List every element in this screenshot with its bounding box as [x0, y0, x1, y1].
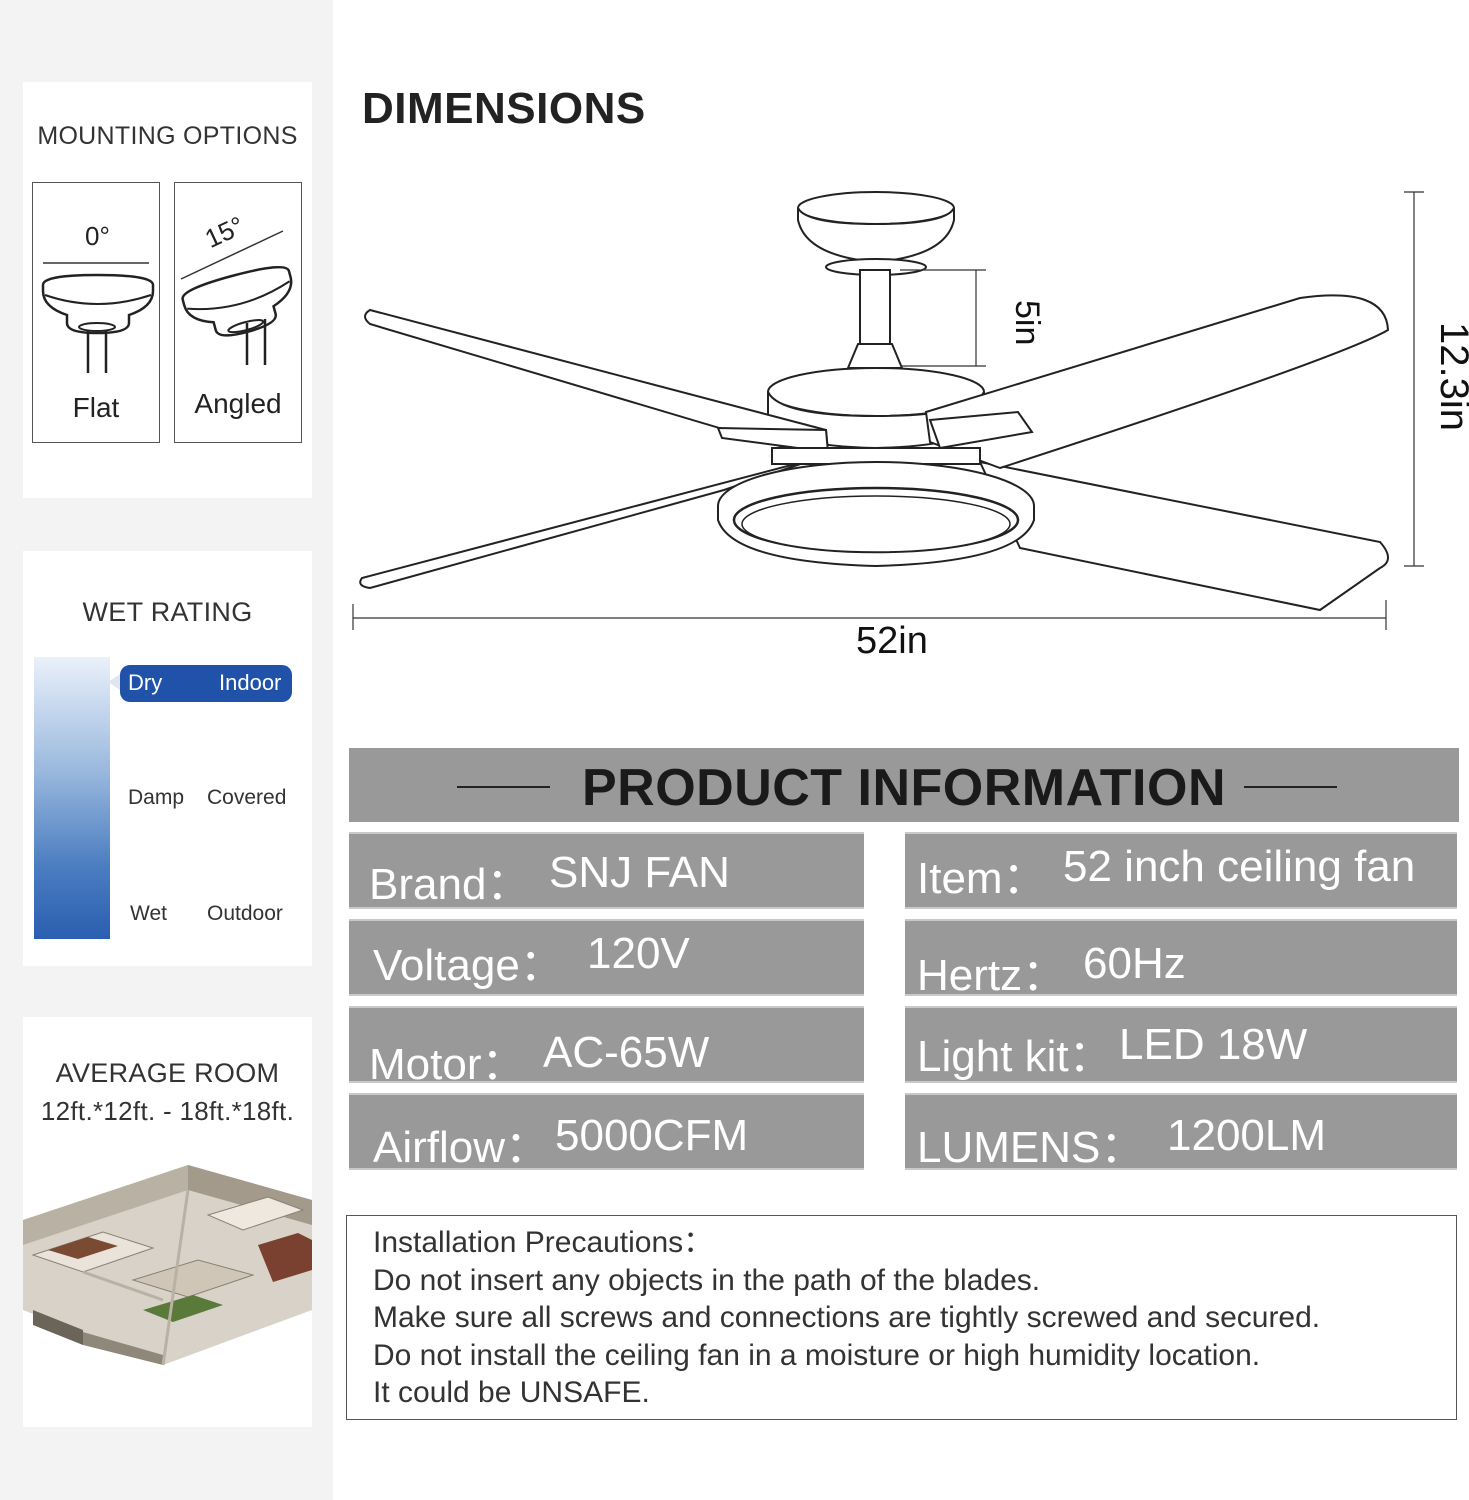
spec-airflow: Airflow： 5000CFM [349, 1093, 864, 1172]
wet-rating-gradient-bar [34, 657, 110, 939]
mount-option-angled: 15° Angled [174, 182, 302, 443]
average-room-panel: AVERAGE ROOM 12ft.*12ft. - 18ft.*18ft. [23, 1017, 312, 1427]
installation-precautions-box: Installation Precautions： Do not insert … [346, 1215, 1457, 1420]
wet-location-outdoor: Outdoor [207, 902, 283, 925]
spec-brand-label: Brand： [369, 860, 531, 909]
wet-pointer [108, 674, 120, 690]
width-dimension-label: 52in [856, 620, 928, 662]
flat-angle-label: 0° [85, 221, 110, 251]
spec-airflow-label: Airflow： [373, 1123, 550, 1172]
wet-level-wet: Wet [130, 902, 167, 925]
mounting-options-panel: MOUNTING OPTIONS 0° Flat [23, 82, 312, 498]
room-floorplan-image [23, 1165, 312, 1366]
downrod-dimension-label: 5in [1008, 300, 1046, 346]
ceiling-fan-drawing [352, 191, 1424, 630]
wet-location-covered: Covered [207, 786, 287, 809]
spec-hertz: Hertz： 60Hz [905, 919, 1457, 1000]
spec-hertz-label: Hertz： [917, 951, 1067, 1000]
product-information-banner: PRODUCT INFORMATION [349, 748, 1459, 822]
average-room-title: AVERAGE ROOM [55, 1058, 280, 1088]
spec-lumens-label: LUMENS： [917, 1123, 1145, 1172]
spec-brand-value: SNJ FAN [549, 848, 730, 897]
spec-motor: Motor： AC-65W [349, 1006, 864, 1089]
spec-item-label: Item： [917, 854, 1047, 903]
spec-light-kit-value: LED 18W [1119, 1020, 1308, 1069]
spec-brand: Brand： SNJ FAN [349, 832, 864, 909]
average-room-size: 12ft.*12ft. - 18ft.*18ft. [40, 1096, 295, 1126]
spec-airflow-value: 5000CFM [555, 1111, 749, 1160]
mounting-options-title: MOUNTING OPTIONS [37, 122, 298, 150]
spec-light-kit-label: Light kit： [917, 1032, 1113, 1081]
spec-hertz-value: 60Hz [1083, 939, 1186, 988]
installation-line-1: Do not insert any objects in the path of… [373, 1263, 1041, 1297]
wet-location-indoor: Indoor [219, 670, 282, 695]
sidebar: MOUNTING OPTIONS 0° Flat [0, 0, 333, 1500]
wet-level-dry: Dry [128, 670, 163, 695]
installation-title: Installation Precautions： [373, 1226, 714, 1259]
spec-voltage-label: Voltage： [373, 941, 564, 990]
spec-light-kit: Light kit： LED 18W [905, 1006, 1457, 1083]
flat-label: Flat [72, 392, 120, 423]
angled-canopy-icon [180, 230, 293, 365]
angled-label: Angled [194, 388, 282, 419]
spec-voltage-value: 120V [587, 929, 690, 978]
wet-rating-title: WET RATING [82, 597, 253, 627]
mount-option-flat: 0° Flat [32, 182, 160, 443]
spec-voltage: Voltage： 120V [349, 919, 864, 996]
banner-rule-right [1244, 786, 1337, 788]
spec-lumens: LUMENS： 1200LM [905, 1093, 1457, 1172]
installation-line-3: Do not install the ceiling fan in a mois… [373, 1338, 1261, 1372]
installation-line-2: Make sure all screws and connections are… [373, 1301, 1321, 1334]
spec-lumens-value: 1200LM [1167, 1111, 1327, 1160]
flat-canopy-icon [41, 262, 155, 373]
dimensions-title: DIMENSIONS [362, 84, 646, 133]
wet-level-damp: Damp [128, 786, 185, 809]
spec-item: Item： 52 inch ceiling fan [905, 832, 1457, 909]
spec-motor-label: Motor： [369, 1040, 526, 1089]
height-dimension-label: 12.3in [1432, 322, 1469, 431]
spec-item-value: 52 inch ceiling fan [1063, 842, 1416, 891]
spec-motor-value: AC-65W [543, 1028, 710, 1077]
wet-rating-panel: WET RATING Dry Indoor Damp Covered Wet O… [23, 551, 312, 966]
product-information-title: PRODUCT INFORMATION [581, 759, 1227, 817]
wet-rating-dry-pill: Dry Indoor [120, 665, 292, 702]
banner-rule-left [457, 786, 550, 788]
installation-line-4: It could be UNSAFE. [373, 1376, 650, 1409]
